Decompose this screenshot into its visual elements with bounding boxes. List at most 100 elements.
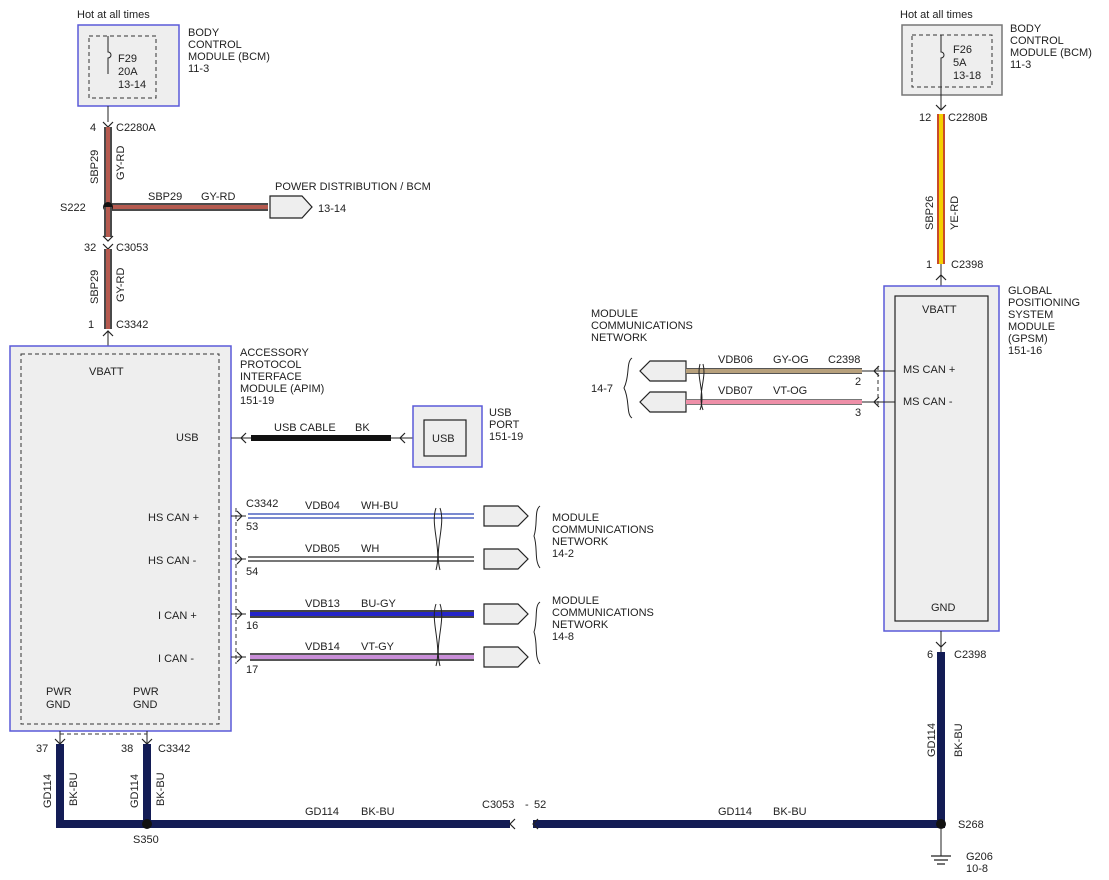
- bcm-left-name-3: MODULE (BCM): [188, 51, 270, 63]
- gpsm-module-inner: [894, 295, 989, 622]
- gpsm-name-5: (GPSM): [1008, 333, 1048, 345]
- flag-vdb13: [483, 603, 529, 625]
- wire-usb-cable-color: BK: [355, 422, 370, 434]
- apim-i-can-minus-label: I CAN -: [158, 653, 194, 665]
- wire-sbp29-c-color: GY-RD: [115, 268, 127, 302]
- connector-c3053-label: C3053: [116, 242, 148, 254]
- wire-vdb13-circuit: VDB13: [305, 598, 340, 610]
- wire-sbp29-c-circuit: SBP29: [89, 270, 101, 304]
- wire-gd114-a-color: BK-BU: [68, 772, 80, 806]
- pin-32-label: 32: [84, 242, 96, 254]
- apim-hs-can-minus-label: HS CAN -: [148, 555, 197, 567]
- apim-pwr-gnd-2-line2: GND: [133, 699, 158, 711]
- flag-vdb06: [639, 360, 687, 382]
- pin-1-gpsm-label: 1: [926, 259, 932, 271]
- wire-sbp26-fill: [939, 114, 943, 264]
- usb-port-name-1: USB: [489, 407, 512, 419]
- wire-sbp29-branch-fill: [108, 205, 268, 209]
- gpsm-gnd-pin: [935, 641, 947, 648]
- wire-sbp29-a-color: GY-RD: [115, 146, 127, 180]
- wire-vdb14-color: VT-GY: [361, 641, 395, 653]
- apim-name-1: ACCESSORY: [240, 347, 310, 359]
- wire-gd114-bottom-right: [533, 820, 945, 828]
- apim-name-2: PROTOCOL: [240, 359, 302, 371]
- usb-port-name-ref: 151-19: [489, 431, 523, 443]
- wire-vdb06-pin: 2: [855, 376, 861, 388]
- mcn-hs-ref: 14-2: [552, 548, 574, 560]
- twisted-pair-i: [433, 603, 443, 667]
- apim-name-ref: 151-19: [240, 395, 274, 407]
- wire-vdb05-fill: [248, 558, 474, 560]
- pin-37-label: 37: [36, 743, 48, 755]
- wire-vdb13-color: BU-GY: [361, 598, 397, 610]
- bracket-i: [533, 601, 541, 665]
- wire-gd114-b-circuit: GD114: [129, 774, 141, 808]
- ground-symbol: [931, 855, 951, 865]
- splice-s222-label: S222: [60, 202, 86, 214]
- mcn-ms-name-2: COMMUNICATIONS: [591, 320, 693, 332]
- wire-sbp29-a-fill: [106, 127, 110, 207]
- gpsm-name-ref: 151-16: [1008, 345, 1042, 357]
- gpsm-can-connector-label: C2398: [828, 354, 860, 366]
- wire-vdb07-fill: [686, 400, 862, 404]
- inline-c3053-sep: -: [525, 799, 529, 811]
- wire-gd114-bottom-right-circuit: GD114: [718, 806, 752, 818]
- wire-sbp26-circuit: SBP26: [924, 196, 936, 230]
- wire-usb-cable: [251, 435, 391, 441]
- wire-vdb04-circuit: VDB04: [305, 500, 340, 512]
- pin-12-label: 12: [919, 112, 931, 124]
- gpsm-gnd-connector-label: C2398: [954, 649, 986, 661]
- wire-vdb14-pin: 17: [246, 664, 258, 676]
- flag-vdb05: [483, 548, 529, 570]
- wire-gd114-a: [56, 744, 64, 824]
- wire-gd114-right-circuit: GD114: [926, 723, 938, 757]
- gpsm-name-3: SYSTEM: [1008, 309, 1053, 321]
- wire-vdb06-fill: [686, 369, 862, 373]
- wire-sbp29-branch-circuit: SBP29: [148, 191, 182, 203]
- flag-vdb07: [639, 391, 687, 413]
- twisted-pair-hs: [433, 507, 443, 571]
- usb-port-connector: [399, 432, 406, 444]
- apim-hs-can-plus-label: HS CAN +: [148, 512, 199, 524]
- wire-gd114-right-color: BK-BU: [953, 723, 965, 757]
- mcn-hs-name-1: MODULE: [552, 512, 599, 524]
- usb-port-inner-box: [423, 419, 467, 457]
- apim-module-inner: [20, 353, 220, 725]
- wire-sbp29-c-fill: [106, 249, 110, 329]
- gpsm-ms-can-plus-label: MS CAN +: [903, 364, 955, 376]
- gpsm-name-2: POSITIONING: [1008, 297, 1080, 309]
- inline-c3053-pin: 52: [534, 799, 546, 811]
- bcm-right-name-1: BODY: [1010, 23, 1042, 35]
- wire-vdb07-circuit: VDB07: [718, 385, 753, 397]
- bcm-left-name-2: CONTROL: [188, 39, 242, 51]
- apim-name-3: INTERFACE: [240, 371, 302, 383]
- wire-sbp29-a-circuit: SBP29: [89, 150, 101, 184]
- gpsm-name-4: MODULE: [1008, 321, 1055, 333]
- gpsm-vbatt-label: VBATT: [922, 304, 957, 316]
- connector-c3053-symbol: [102, 235, 114, 250]
- bracket-hs: [533, 505, 541, 569]
- pin-6-label: 6: [927, 649, 933, 661]
- wire-gd114-a-circuit: GD114: [42, 774, 54, 808]
- mcn-ms-name-1: MODULE: [591, 308, 638, 320]
- wire-vdb04-color: WH-BU: [361, 500, 398, 512]
- wire-gd114-right: [937, 652, 945, 824]
- gpsm-vbatt-pin: [935, 274, 947, 281]
- splice-s350: [142, 819, 152, 829]
- wire-vdb14-fill: [250, 655, 474, 659]
- gpsm-module-box: [883, 285, 1000, 632]
- apim-i-can-plus-label: I CAN +: [158, 610, 197, 622]
- splice-s350-label: S350: [133, 834, 159, 846]
- pin-1-label: 1: [88, 319, 94, 331]
- apim-hs-can-minus-pin: [236, 553, 243, 565]
- connector-c2280a-symbol: [102, 121, 114, 128]
- mcn-i-ref: 14-8: [552, 631, 574, 643]
- apim-i-can-minus-pin: [236, 651, 243, 663]
- usb-port-name-2: PORT: [489, 419, 520, 431]
- fuse-symbol-right: [940, 35, 945, 95]
- mcn-ms-ref: 14-7: [591, 383, 613, 395]
- mcn-i-name-3: NETWORK: [552, 619, 609, 631]
- wire-sbp29-b-fill: [106, 207, 110, 237]
- twisted-pair-ms: [698, 363, 705, 411]
